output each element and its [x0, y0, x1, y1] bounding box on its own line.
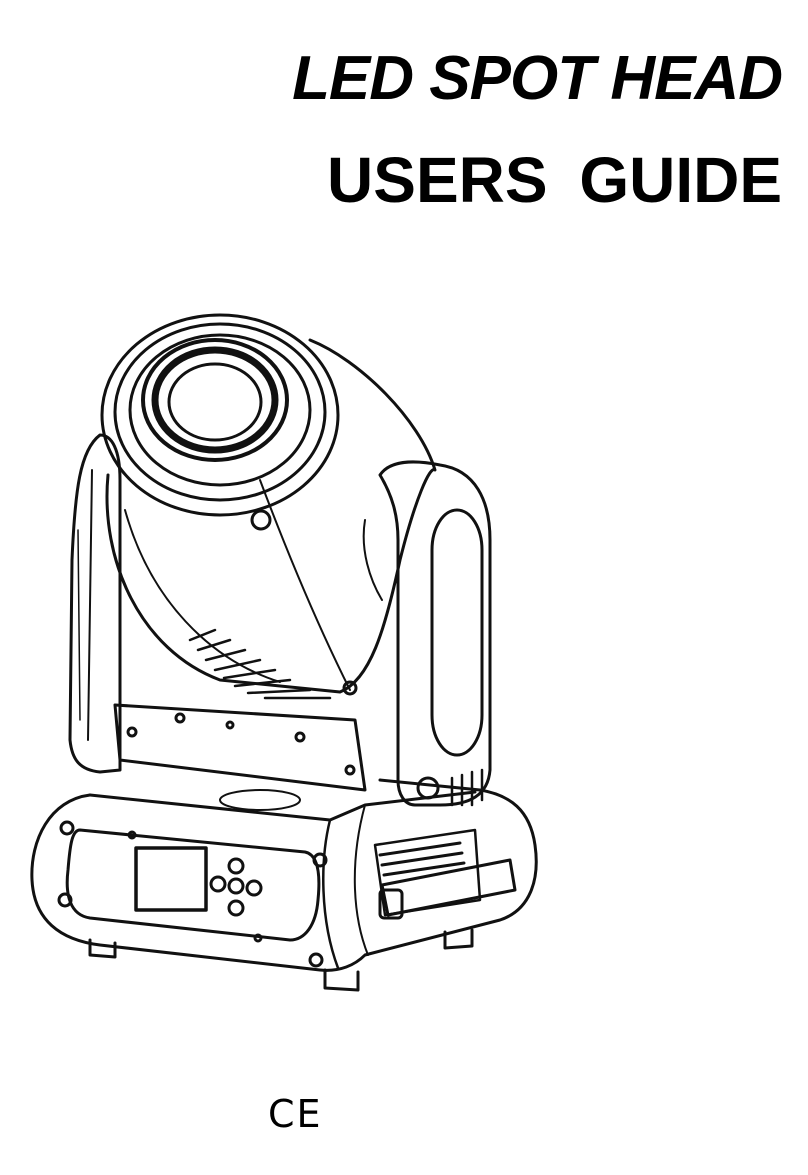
cover-title-line2: USERS GUIDE [327, 148, 782, 212]
cover-title-line1: LED SPOT HEAD [292, 48, 782, 110]
moving-head-spotlight-icon [20, 300, 550, 1000]
ce-certification-mark: CE [268, 1095, 323, 1133]
